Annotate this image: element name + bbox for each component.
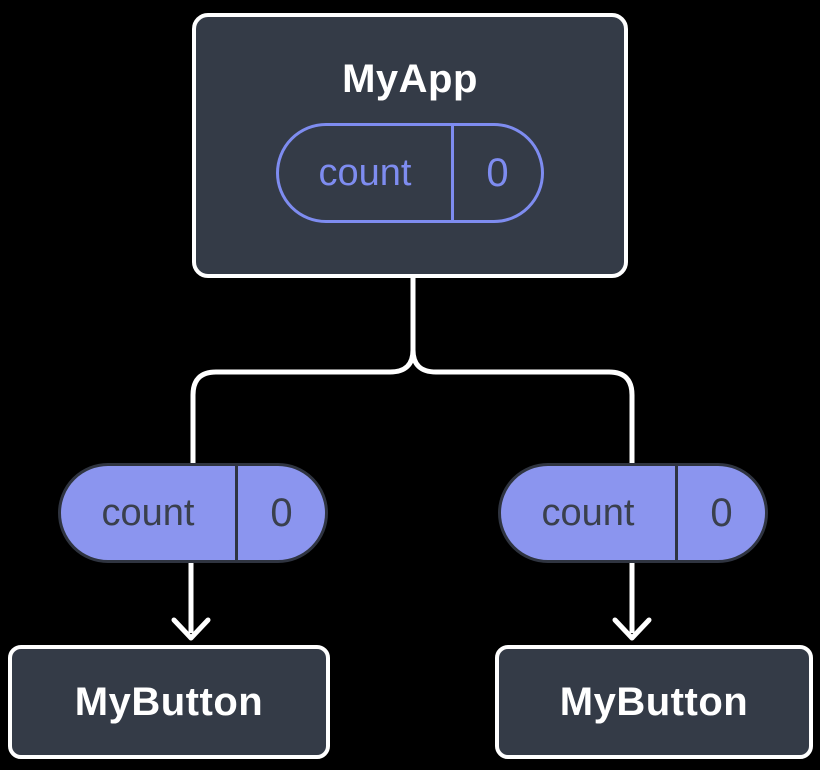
arrow-down-icon	[612, 617, 652, 641]
arrow-down-icon	[171, 617, 211, 641]
node-title: MyButton	[74, 679, 264, 724]
mybutton-node-right: MyButton	[495, 645, 813, 759]
prop-value: 0	[675, 466, 765, 560]
state-label: count	[318, 151, 412, 194]
state-pill: count 0	[276, 123, 544, 223]
prop-value: 0	[235, 466, 325, 560]
branch-line-left	[190, 276, 416, 463]
node-title: MyApp	[342, 57, 478, 101]
prop-pill-right: count 0	[498, 463, 768, 563]
state-value: 0	[451, 126, 541, 220]
branch-line-right	[410, 276, 635, 463]
node-title: MyButton	[559, 679, 749, 724]
prop-pill-left: count 0	[58, 463, 328, 563]
prop-label: count	[101, 491, 195, 534]
prop-label: count	[541, 491, 635, 534]
myapp-node: MyApp count 0	[192, 13, 628, 278]
mybutton-node-left: MyButton	[8, 645, 330, 759]
